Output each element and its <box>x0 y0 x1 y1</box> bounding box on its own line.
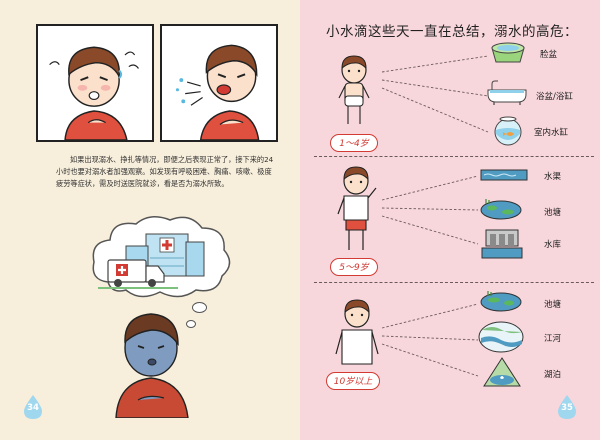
thought-bubble-medium <box>192 302 207 313</box>
place-label-lake: 湖泊 <box>544 370 562 380</box>
place-label-bathtub: 浴盆/浴缸 <box>536 92 573 102</box>
comic-panel-struggling <box>36 24 154 142</box>
bathtub-icon <box>487 80 527 105</box>
sick-boy-illustration <box>108 304 194 419</box>
reservoir-icon <box>481 229 523 259</box>
ambulance-icon <box>98 259 178 289</box>
toddler-illustration <box>334 54 374 128</box>
water-drop-icon <box>558 395 576 419</box>
thought-cloud <box>86 212 236 300</box>
section-divider <box>314 156 594 157</box>
older-child-illustration <box>332 298 382 370</box>
left-page: 如果出现溺水、挣扎等情况，即便之后表现正常了，接下来的24小时也要对溺水者加强观… <box>0 0 300 440</box>
page-number: 35 <box>561 403 573 413</box>
place-label-pond-2: 池塘 <box>544 300 562 310</box>
page-number-badge: 34 <box>22 394 44 420</box>
pond-icon <box>480 199 522 220</box>
page-number-badge: 35 <box>556 394 578 420</box>
boy-coughing-illustration <box>175 44 260 140</box>
age-badge-child: 5～9岁 <box>330 258 378 276</box>
fishbowl-icon <box>494 116 522 146</box>
comic-panel-coughing <box>160 24 278 142</box>
lake-icon <box>483 357 521 387</box>
thought-bubble-small <box>186 320 196 328</box>
page-number: 34 <box>27 403 39 413</box>
age-badge-toddler: 1～4岁 <box>330 134 378 152</box>
page-title: 小水滴这些天一直在总结，溺水的高危： <box>326 24 578 40</box>
place-label-fishbowl: 室内水缸 <box>534 128 569 138</box>
canal-icon <box>480 169 528 181</box>
pond-icon <box>480 291 522 312</box>
boy-struggling-illustration <box>49 46 139 140</box>
place-label-river: 江河 <box>544 334 562 344</box>
river-icon <box>478 321 524 353</box>
basin-icon <box>491 42 525 63</box>
child-illustration <box>334 164 380 254</box>
hospital-icon <box>125 233 205 277</box>
right-page: 小水滴这些天一直在总结，溺水的高危： 1～4岁 <box>300 0 600 440</box>
safety-paragraph: 如果出现溺水、挣扎等情况，即便之后表现正常了，接下来的24小时也要对溺水者加强观… <box>56 155 274 188</box>
water-drop-icon <box>24 395 42 419</box>
place-label-pond: 池塘 <box>544 208 562 218</box>
place-label-reservoir: 水库 <box>544 240 562 250</box>
section-divider <box>314 282 594 283</box>
place-label-basin: 脸盆 <box>540 50 558 60</box>
age-badge-older-child: 10岁以上 <box>326 372 380 390</box>
place-label-canal: 水渠 <box>544 172 562 182</box>
